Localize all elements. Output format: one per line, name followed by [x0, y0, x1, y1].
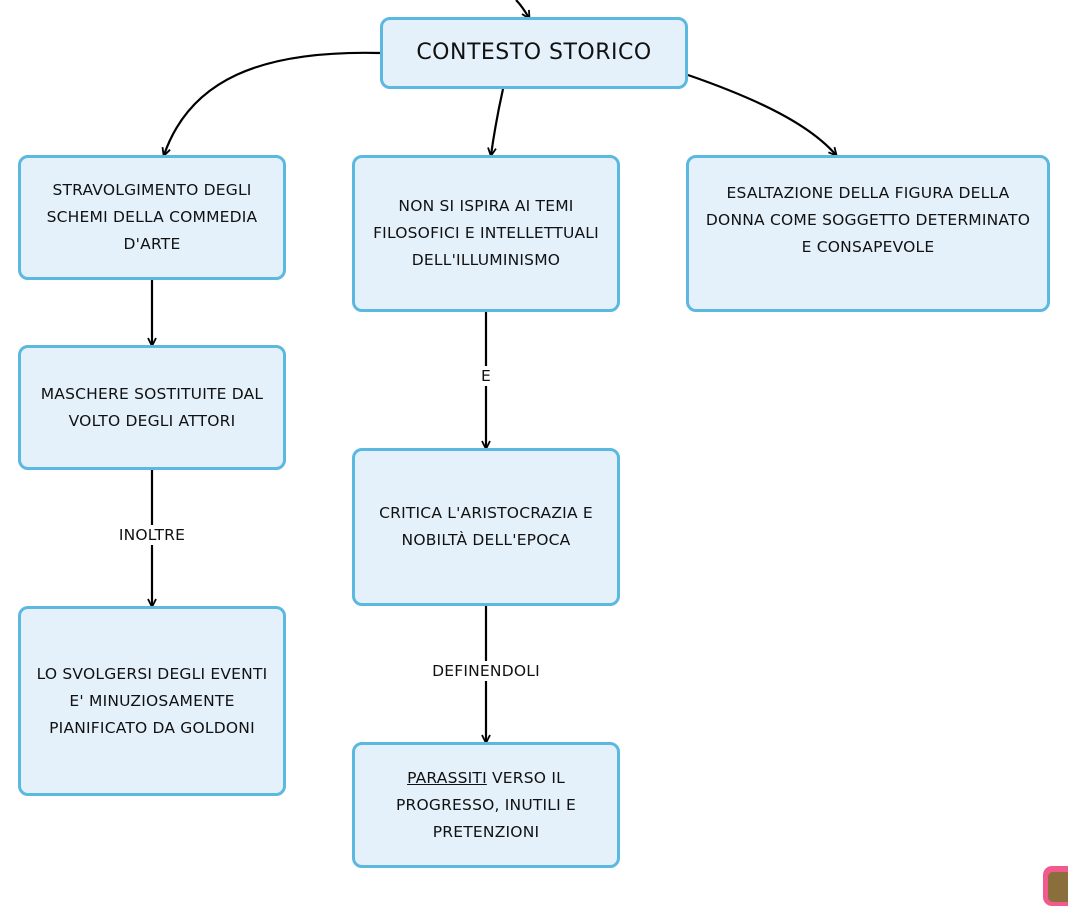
edge-label-definendoli: DEFINENDOLI [430, 661, 542, 681]
node-contesto-storico-label: CONTESTO STORICO [416, 40, 652, 65]
edge-incoming-root [515, 0, 529, 18]
node-critica[interactable]: CRITICA L'ARISTOCRAZIA E NOBILTÀ DELL'EP… [352, 448, 620, 606]
node-esaltazione-label: ESALTAZIONE DELLA FIGURA DELLA DONNA COM… [705, 184, 1031, 256]
node-svolgersi[interactable]: LO SVOLGERSI DEGLI EVENTI E' MINUZIOSAME… [18, 606, 286, 796]
edge-label-e: E [479, 366, 493, 386]
node-parassiti-rest: VERSO IL PROGRESSO, INUTILI E PRETENZION… [395, 768, 577, 841]
node-parassiti-underlined: PARASSITI [407, 768, 487, 787]
node-parassiti[interactable]: PARASSITI VERSO IL PROGRESSO, INUTILI E … [352, 742, 620, 868]
node-esaltazione[interactable]: ESALTAZIONE DELLA FIGURA DELLA DONNA COM… [686, 155, 1050, 312]
edge-root-non-ispira [491, 88, 505, 155]
app-badge-icon[interactable] [1043, 866, 1068, 906]
edge-root-stravolgimento [164, 51, 381, 155]
node-svolgersi-label: LO SVOLGERSI DEGLI EVENTI E' MINUZIOSAME… [36, 664, 268, 737]
node-maschere-label: MASCHERE SOSTITUITE DAL VOLTO DEGLI ATTO… [40, 384, 264, 430]
node-non-si-ispira[interactable]: NON SI ISPIRA AI TEMI FILOSOFICI E INTEL… [352, 155, 620, 312]
node-non-si-ispira-label: NON SI ISPIRA AI TEMI FILOSOFICI E INTEL… [373, 197, 599, 269]
node-maschere[interactable]: MASCHERE SOSTITUITE DAL VOLTO DEGLI ATTO… [18, 345, 286, 470]
node-critica-label: CRITICA L'ARISTOCRAZIA E NOBILTÀ DELL'EP… [379, 504, 593, 549]
node-stravolgimento-label: STRAVOLGIMENTO DEGLI SCHEMI DELLA COMMED… [46, 181, 258, 253]
edge-label-inoltre: INOLTRE [116, 525, 188, 545]
edge-root-esaltazione [687, 73, 836, 155]
node-stravolgimento[interactable]: STRAVOLGIMENTO DEGLI SCHEMI DELLA COMMED… [18, 155, 286, 280]
node-parassiti-label: PARASSITI VERSO IL PROGRESSO, INUTILI E … [365, 765, 607, 846]
node-contesto-storico[interactable]: CONTESTO STORICO [380, 17, 688, 89]
